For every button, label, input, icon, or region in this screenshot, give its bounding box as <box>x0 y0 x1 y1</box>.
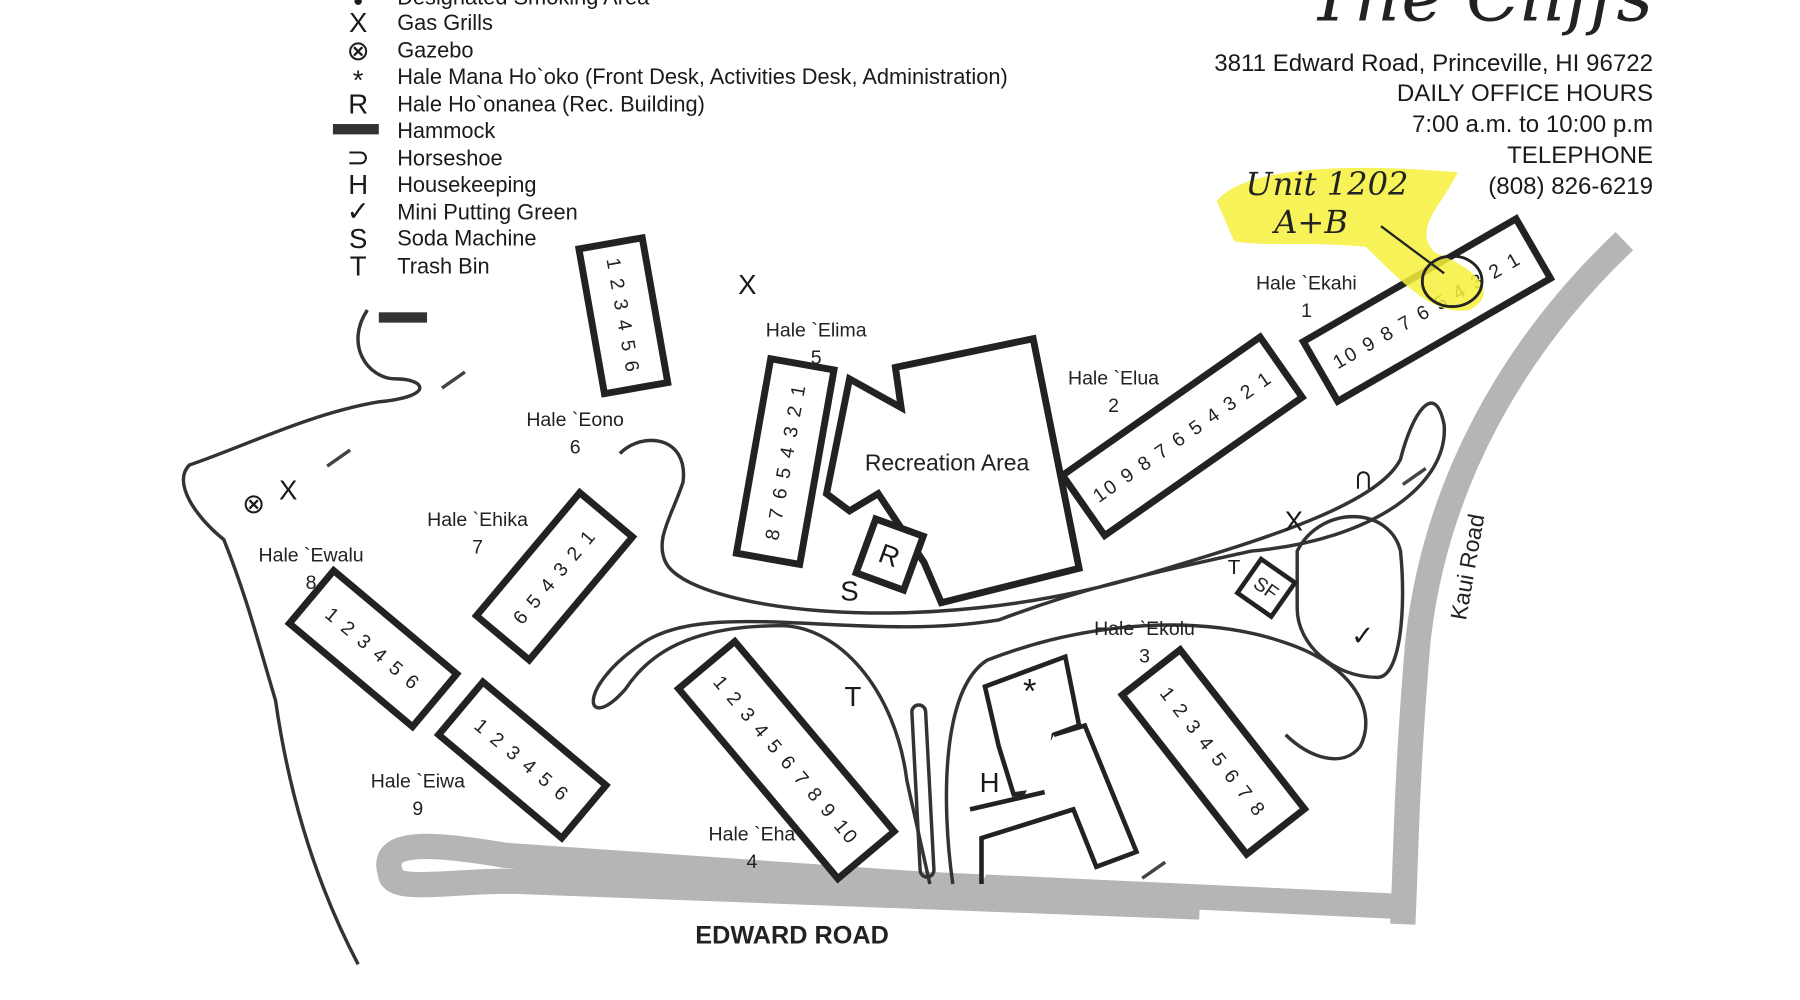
building-name: Hale `Ewalu <box>259 544 364 566</box>
hammock-icon <box>378 312 428 323</box>
trash-bin-icon-2: T <box>1228 556 1241 579</box>
legend-label: Gazebo <box>397 37 473 62</box>
walkway-outline <box>181 309 422 966</box>
gas-grill-icon: X <box>738 269 756 300</box>
building-number: 5 <box>811 347 822 369</box>
building-number: 7 <box>472 536 483 558</box>
putting-green-outline <box>1295 515 1405 680</box>
smoking-area-icons <box>326 370 1427 880</box>
putting-green-icon: ✓ <box>1351 620 1374 651</box>
phone-label: TELEPHONE <box>1507 142 1653 169</box>
soda-legend-icon: S <box>349 223 367 254</box>
horseshoe-legend-icon: ⊃ <box>347 142 370 173</box>
rec-building[interactable]: R <box>851 514 928 595</box>
hours-label: DAILY OFFICE HOURS <box>1397 80 1653 107</box>
unit-circle-marker <box>1420 254 1484 309</box>
building-ewalu[interactable]: 1 2 3 4 5 6 <box>284 565 462 732</box>
building-name: Hale `Elima <box>766 319 867 341</box>
legend-label: Gas Grills <box>397 10 493 35</box>
gas-grill-icon: X <box>279 474 297 505</box>
building-number: 1 <box>1301 300 1312 322</box>
kaui-road <box>1390 231 1634 925</box>
housekeeping-icon: H <box>980 767 1000 798</box>
gazebo-icon: ⊗ <box>242 488 265 519</box>
hours: 7:00 a.m. to 10:00 p.m <box>1412 111 1653 138</box>
legend-label: Trash Bin <box>397 253 489 278</box>
building-number: 9 <box>412 798 423 820</box>
edward-road-label: EDWARD ROAD <box>695 922 889 950</box>
walkway-inner <box>591 401 1446 885</box>
legend-label: Housekeeping <box>397 172 536 197</box>
trash-legend-icon: T <box>350 251 367 282</box>
legend-label: Designated Smoking Area <box>397 0 650 10</box>
building-name: Hale `Eha <box>709 823 796 845</box>
building-name: Hale `Elua <box>1068 368 1159 390</box>
hammock-legend-icon <box>332 124 379 135</box>
building-name: Hale `Eono <box>526 409 624 431</box>
annotation-ab: A+B <box>1271 203 1348 241</box>
legend-label: Soda Machine <box>397 226 536 251</box>
edward-road <box>376 833 1413 920</box>
building-number: 2 <box>1108 395 1119 417</box>
legend-label: Mini Putting Green <box>397 199 578 224</box>
walkway-lower <box>944 623 1368 885</box>
building-labels: Hale `Ekahi 1 Hale `Elua 2 Hale `Ekolu 3… <box>259 272 1357 873</box>
address: 3811 Edward Road, Princeville, HI 96722 <box>1214 50 1653 77</box>
legend-label: Hammock <box>397 118 495 143</box>
legend: ✤ Designated Smoking Area X Gas Grills ⊗ Ga… <box>332 0 1008 282</box>
phone: (808) 826-6219 <box>1488 173 1653 200</box>
sf-building: SF <box>1234 555 1299 620</box>
building-ekolu[interactable]: 1 2 3 4 5 6 7 8 <box>1117 644 1310 860</box>
annotation-unit: Unit 1202 <box>1246 165 1409 203</box>
page-title: The Cliffs <box>1308 0 1653 38</box>
building-number: 8 <box>306 572 317 594</box>
front-desk-icon: * <box>1023 673 1036 711</box>
housekeeping-building <box>969 722 1140 884</box>
legend-label: Hale Mana Ho`oko (Front Desk, Activities… <box>397 64 1008 89</box>
building-eiwa[interactable]: 1 2 3 4 5 6 <box>433 677 611 843</box>
horseshoe-icon: ⊃ <box>1347 468 1378 491</box>
legend-label: Hale Ho`onanea (Rec. Building) <box>397 91 705 116</box>
putting-green-legend-icon: ✓ <box>347 195 370 226</box>
smoking-legend-icon: ✤ <box>347 0 370 11</box>
building-number: 3 <box>1139 645 1150 667</box>
building-name: Hale `Eiwa <box>371 771 465 793</box>
housekeeping-legend-icon: H <box>348 169 368 200</box>
building-name: Hale `Ekahi <box>1256 272 1357 294</box>
front-desk-legend-icon: * <box>353 65 364 96</box>
rec-legend-icon: R <box>348 89 368 120</box>
building-elima[interactable]: 8 7 6 5 4 3 2 1 <box>732 354 838 569</box>
path-strip <box>910 703 936 879</box>
building-eono[interactable]: 1 2 3 4 5 6 <box>574 233 672 398</box>
gas-grill-icon: X <box>1285 505 1303 536</box>
soda-machine-icon: S <box>840 575 858 606</box>
recreation-area-label: Recreation Area <box>865 450 1030 476</box>
grill-legend-icon: X <box>349 7 367 38</box>
building-number: 6 <box>570 437 581 459</box>
legend-label: Horseshoe <box>397 145 502 170</box>
building-name: Hale `Ekolu <box>1094 618 1195 640</box>
gazebo-legend-icon: ⊗ <box>347 35 370 66</box>
trash-bin-icon: T <box>845 681 862 712</box>
building-number: 4 <box>746 851 757 873</box>
handwritten-annotation: Unit 1202 A+B <box>1216 165 1484 311</box>
recreation-area <box>822 334 1084 607</box>
building-name: Hale `Ehika <box>427 509 528 531</box>
